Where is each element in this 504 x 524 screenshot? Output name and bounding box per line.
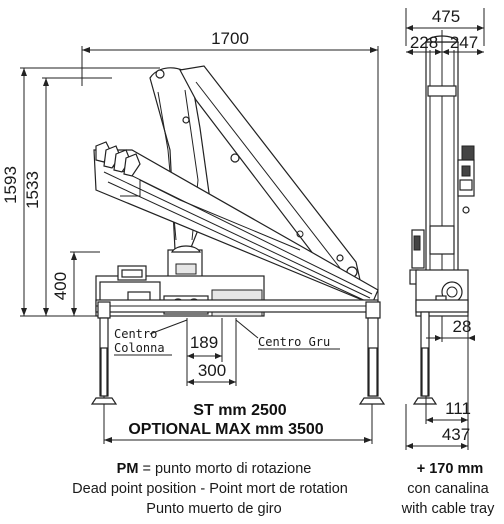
dimension-height-second: 1533 — [23, 77, 112, 316]
dimension-height-max: 1593 — [1, 67, 160, 316]
column-offset-label: 189 — [190, 333, 218, 352]
height-base-label: 400 — [51, 272, 70, 300]
tray-english: with cable tray — [401, 501, 495, 517]
centro-gru-callout: Centro Gru — [235, 318, 340, 386]
pm-italian: = punto morto di rotazione — [138, 461, 311, 477]
total-width-label: 475 — [432, 7, 460, 26]
pm-abbr: PM — [117, 461, 139, 477]
centro-colonna-callout: Centro Colonna — [114, 318, 188, 386]
height-max-label: 1593 — [1, 166, 20, 204]
dimension-pm-offset: 300 — [187, 361, 236, 385]
centro-colonna-line1: Centro — [114, 327, 157, 341]
leg-offset-label: 111 — [445, 399, 471, 418]
centro-colonna-line2: Colonna — [114, 341, 165, 355]
tray-extra: + 170 mm — [417, 461, 484, 477]
dimension-leg-offset: 111 — [425, 340, 471, 450]
dimension-leg-spread: 437 — [405, 404, 470, 450]
crane-front-view — [409, 35, 475, 405]
pm-legend: PM = punto morto di rotazione Dead point… — [72, 461, 348, 517]
overall-length-label: 1700 — [211, 29, 249, 48]
pm-spanish: Punto muerto de giro — [146, 501, 281, 517]
pm-offset-label: 300 — [198, 361, 226, 380]
width-right-label: 247 — [450, 33, 478, 52]
width-left-label: 228 — [410, 33, 438, 52]
dimension-total-width: 475 — [405, 7, 485, 46]
dimension-height-base: 400 — [51, 251, 100, 316]
crane-side-view — [90, 65, 386, 405]
side-offset-label: 28 — [453, 317, 472, 336]
dimension-width-split: 228 247 — [406, 30, 484, 60]
height-second-label: 1533 — [23, 171, 42, 209]
tray-italian: con canalina — [407, 481, 489, 497]
svg-text:PM = punto morto di rotazione: PM = punto morto di rotazione — [117, 461, 312, 477]
pm-english-french: Dead point position - Point mort de rota… — [72, 481, 348, 497]
centro-gru-label: Centro Gru — [258, 335, 330, 349]
dimension-side-offset: 28 — [426, 316, 475, 342]
stabilizer-optional-label: OPTIONAL MAX mm 3500 — [128, 421, 323, 438]
leg-spread-label: 437 — [442, 425, 470, 444]
stabilizer-st-label: ST mm 2500 — [193, 402, 286, 419]
stabilizer-spread-dimension: ST mm 2500 OPTIONAL MAX mm 3500 — [103, 402, 373, 444]
dimension-overall-length: 1700 — [81, 29, 379, 300]
dimension-column-offset: 189 — [187, 318, 223, 362]
cable-tray-note: + 170 mm con canalina with cable tray — [401, 461, 495, 517]
